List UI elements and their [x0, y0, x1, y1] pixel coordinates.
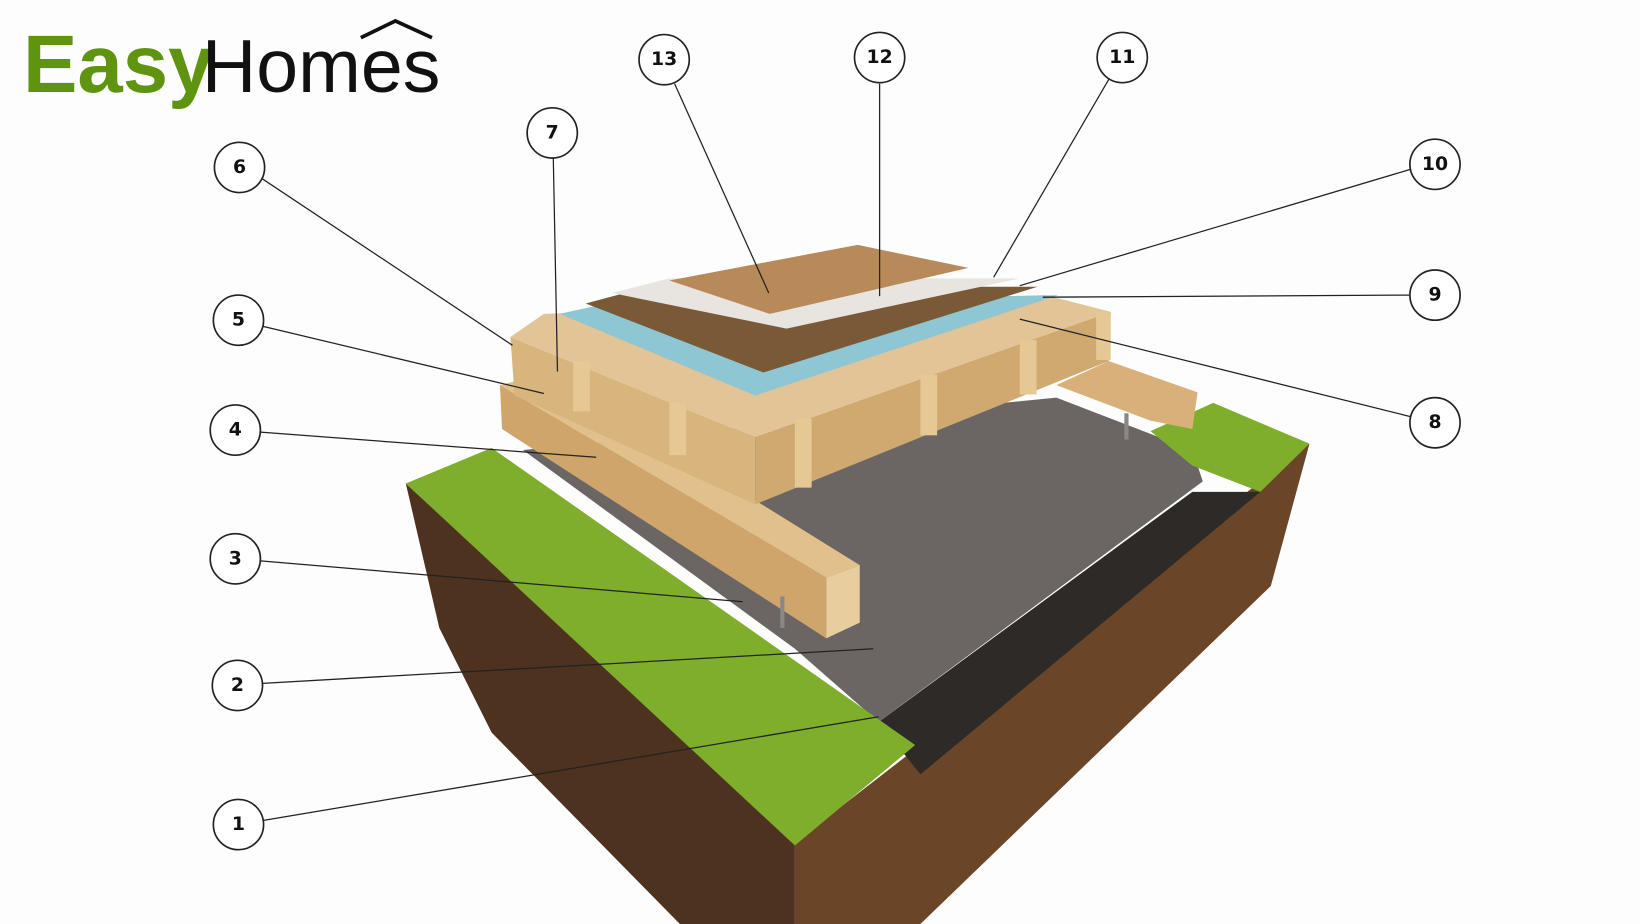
svg-text:7: 7 [546, 122, 559, 143]
callout-3: 3 [209, 532, 262, 585]
beam-right [1056, 361, 1198, 430]
callout-11: 11 [1096, 31, 1149, 84]
logo-homes: Homes [202, 24, 441, 108]
svg-text:1: 1 [232, 814, 245, 835]
callout-10: 10 [1409, 138, 1461, 191]
svg-text:5: 5 [232, 310, 245, 331]
floor-left-face [510, 336, 756, 505]
roof-icon [360, 18, 433, 40]
callout-1: 1 [212, 798, 265, 851]
callout-9: 9 [1409, 269, 1461, 322]
svg-text:9: 9 [1428, 285, 1441, 306]
svg-text:6: 6 [233, 157, 246, 178]
svg-text:12: 12 [867, 47, 893, 68]
grass-left [405, 447, 916, 846]
easyhomes-logo: Easy Homes [23, 18, 441, 110]
svg-text:8: 8 [1428, 412, 1441, 433]
callout-8: 8 [1409, 396, 1461, 449]
trench [878, 491, 1261, 775]
joist-ends [573, 311, 1111, 488]
callout-5: 5 [212, 294, 265, 347]
svg-text:2: 2 [231, 675, 244, 696]
beam-front-end [826, 565, 860, 639]
callout-2: 2 [211, 659, 264, 712]
callout-6: 6 [213, 141, 266, 194]
svg-text:11: 11 [1109, 47, 1135, 68]
svg-text:4: 4 [229, 420, 242, 441]
callout-4: 4 [209, 404, 262, 457]
wood-flooring [669, 244, 969, 314]
soil-right-face [794, 443, 1310, 924]
logo-easy: Easy [23, 19, 214, 110]
svg-text:13: 13 [651, 49, 677, 70]
beam-front-side [499, 385, 827, 639]
svg-text:3: 3 [229, 548, 242, 569]
callout-7: 7 [526, 106, 579, 159]
callout-13: 13 [638, 33, 691, 86]
callout-12: 12 [853, 31, 906, 84]
soil-left-face [405, 483, 795, 924]
svg-text:10: 10 [1422, 154, 1448, 175]
leader-lines [260, 79, 1411, 822]
